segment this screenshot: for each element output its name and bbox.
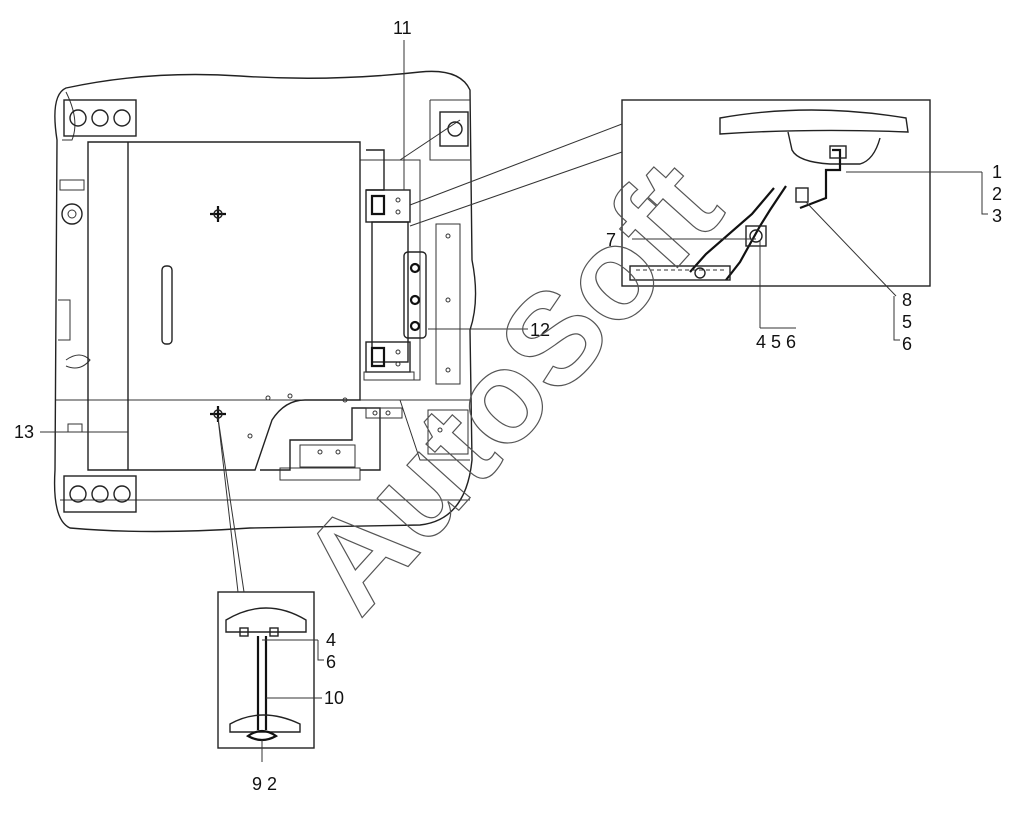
callout-6-bolt: 6 <box>326 652 336 672</box>
body-panel-outline <box>53 70 477 533</box>
callout-8-5: 5 <box>902 312 912 332</box>
callout-8-6: 6 <box>902 334 912 354</box>
left-side-fittings <box>58 179 91 433</box>
callout-12: 12 <box>530 320 550 340</box>
callout-9-2: 9 2 <box>252 774 277 794</box>
stepped-bracket <box>260 407 381 471</box>
callout-4-bolt: 4 <box>326 630 336 650</box>
callout-8: 8 <box>902 290 912 310</box>
callout-4-5-6: 4 5 6 <box>756 332 796 352</box>
callout-1: 1 <box>992 162 1002 182</box>
callout-13: 13 <box>14 422 34 442</box>
hole-block-top <box>63 99 137 137</box>
detail-inset-bolt <box>217 417 315 749</box>
leader-lines <box>40 40 988 762</box>
callouts: 11 1 2 3 7 8 5 6 4 5 6 12 13 4 6 10 9 2 <box>14 18 1002 794</box>
hinge-rail <box>363 149 427 419</box>
callout-11: 11 <box>393 18 412 38</box>
corner-block-right <box>439 111 469 147</box>
callout-10: 10 <box>324 688 344 708</box>
callout-7: 7 <box>606 230 616 250</box>
detail-inset-hinge <box>409 99 931 287</box>
hole-block-bottom <box>63 475 137 513</box>
watermark-text: AutoSoft <box>272 133 748 638</box>
callout-3: 3 <box>992 206 1002 226</box>
callout-2: 2 <box>992 184 1002 204</box>
right-side-fittings <box>427 223 469 455</box>
cover-plate <box>87 141 361 471</box>
